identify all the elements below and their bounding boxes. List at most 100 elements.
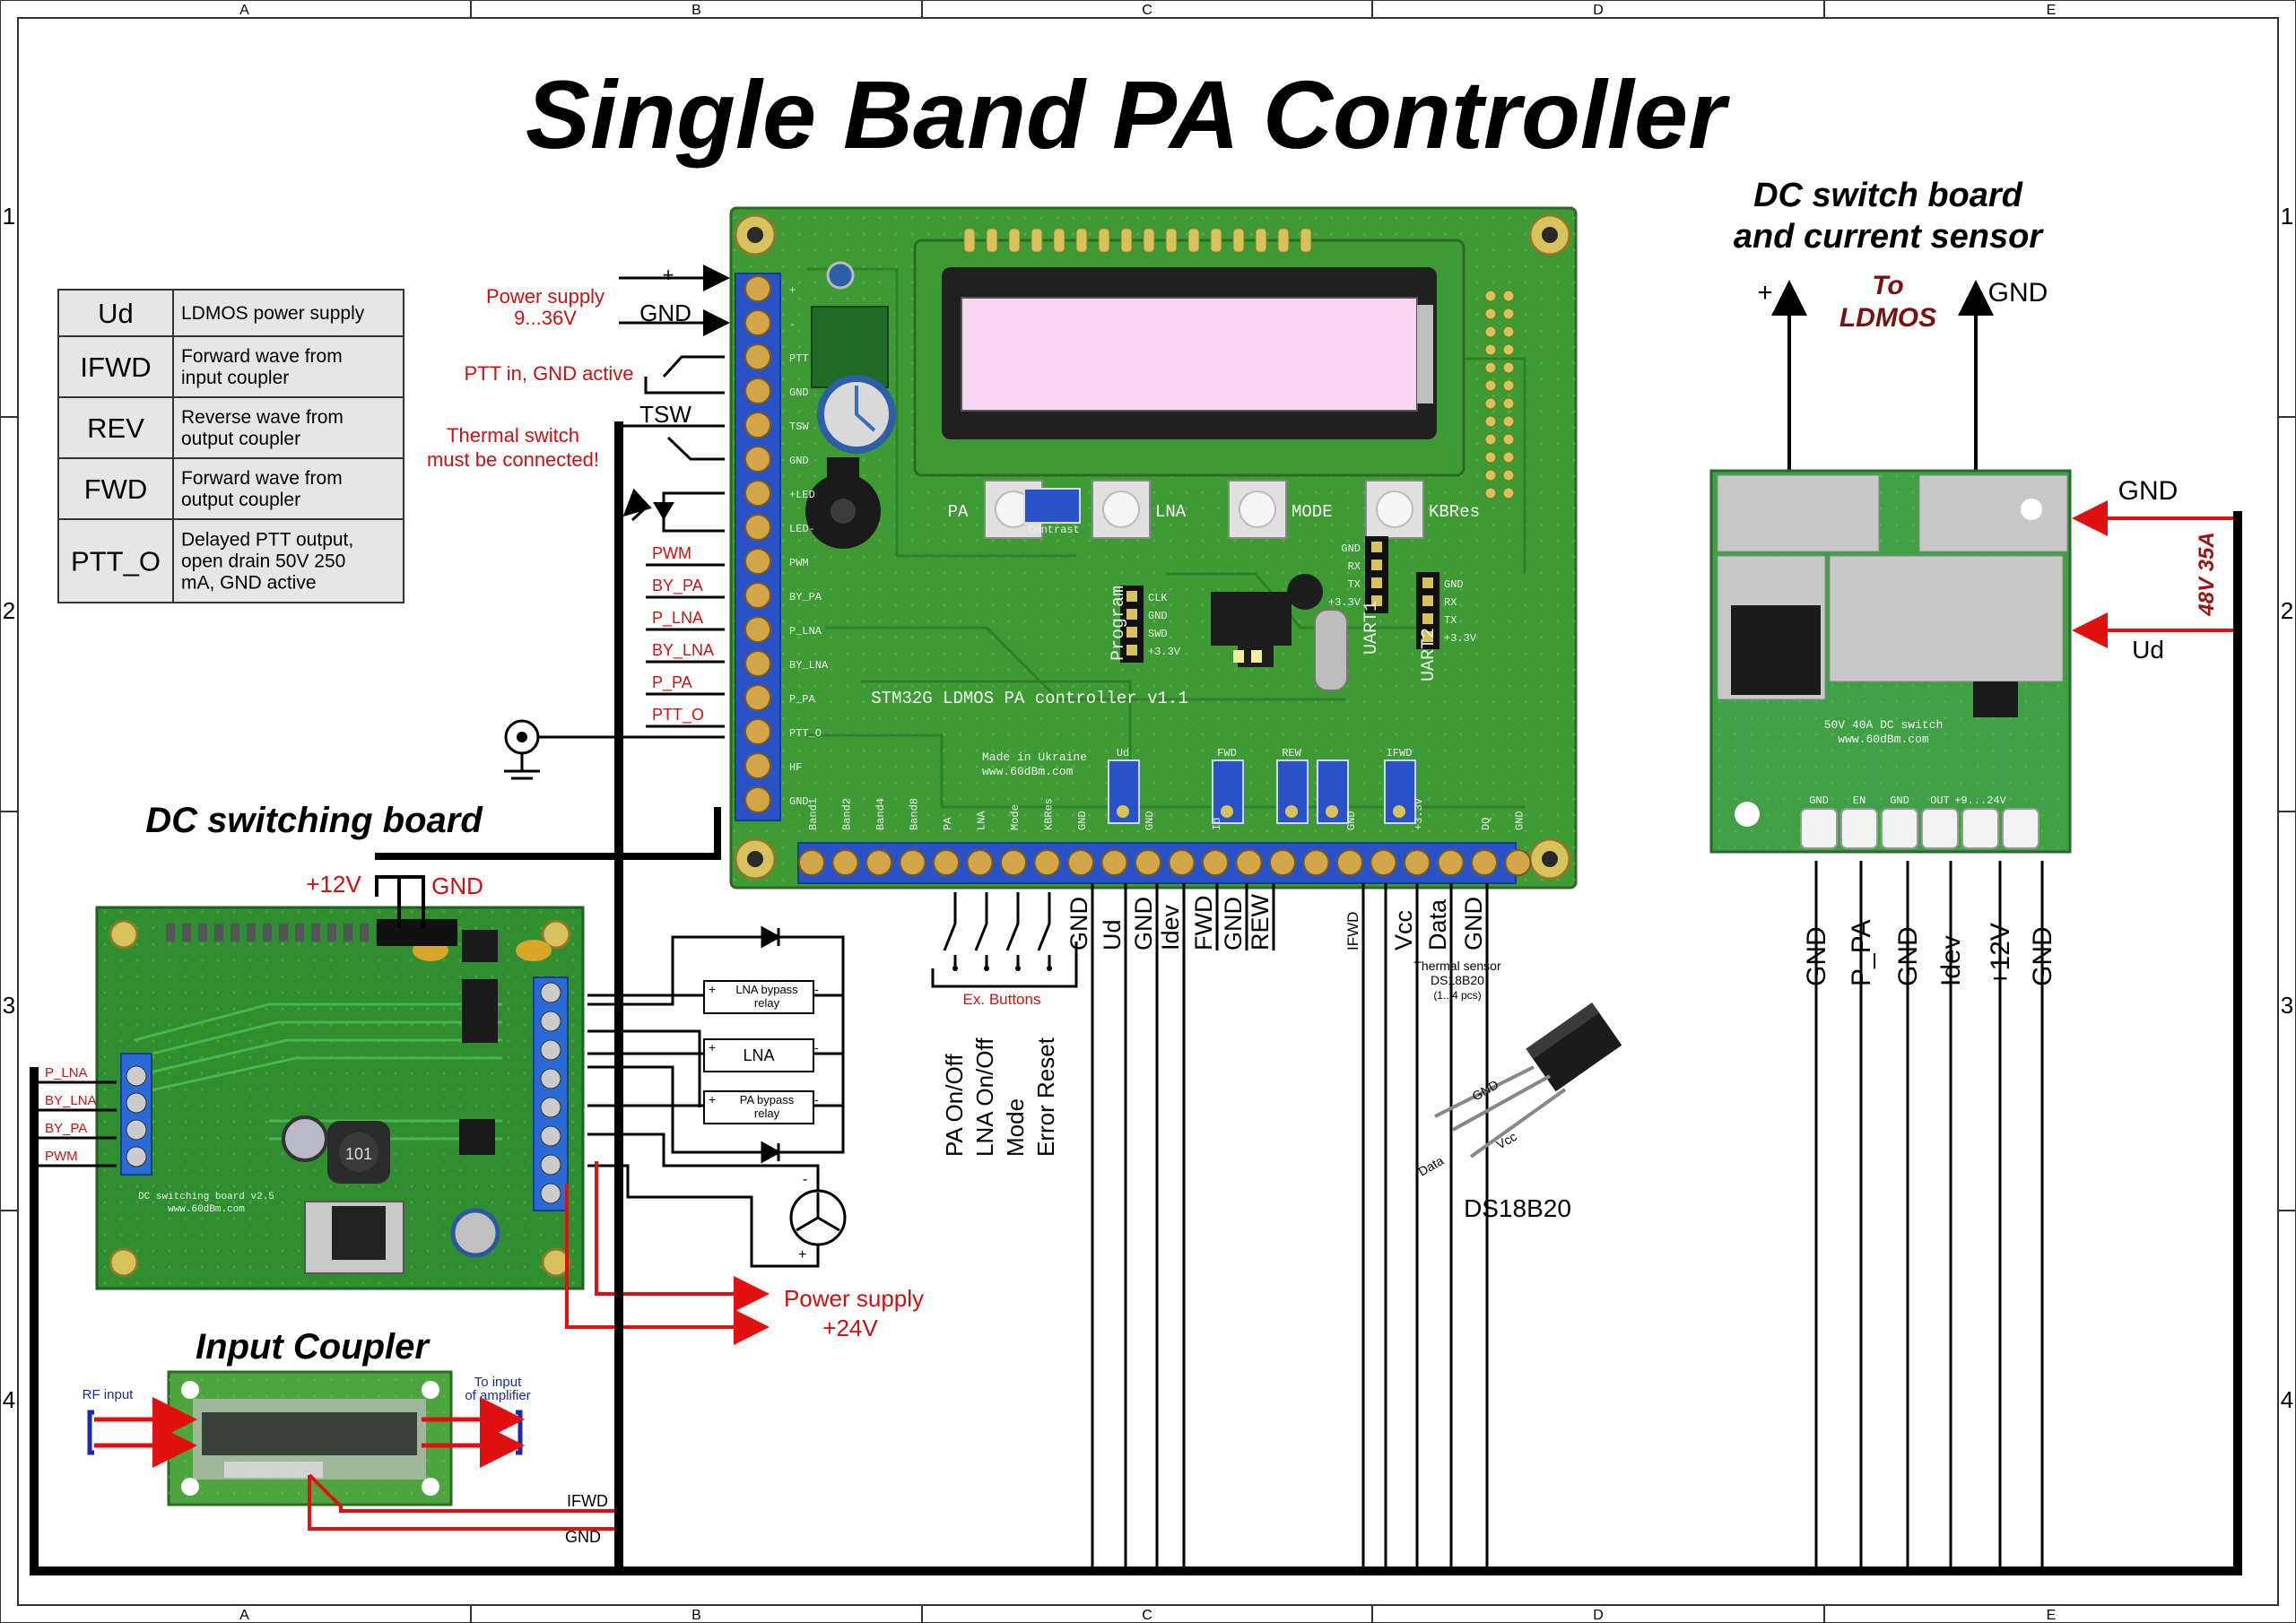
bottom-signal-3: Idev <box>1157 904 1184 950</box>
bottom-signal-r-0: IFWD <box>1344 912 1361 950</box>
relay-plus-2: + <box>709 1092 716 1107</box>
bottom-signal-5: GND <box>1220 897 1247 950</box>
dcs-gnd-label: GND <box>431 872 483 899</box>
left-signal-1: BY_PA <box>652 577 703 595</box>
frame-row-left-1: 1 <box>3 203 15 230</box>
hdrProgram-pin-3: +3.3V <box>1148 646 1181 658</box>
rf-input-label: RF input <box>83 1387 135 1402</box>
legend-code-1: IFWD <box>80 352 151 383</box>
board-name: STM32G LDMOS PA controller v1.1 <box>871 689 1187 708</box>
ground-bus <box>30 421 2242 1575</box>
input-coupler-title: Input Coupler <box>196 1327 430 1367</box>
dcs-left-signal-1: BY_LNA <box>45 1093 97 1108</box>
frame-col-bottom-B: B <box>691 1608 701 1623</box>
legend-desc-2-1: output coupler <box>181 429 300 449</box>
dcs-left-signal-3: PWM <box>45 1149 78 1164</box>
bottom-pin-label-18: +3.3V <box>1413 797 1425 830</box>
dcsw-ud-in-label: Ud <box>2132 636 2164 664</box>
inductor-label: 101 <box>345 1145 372 1163</box>
diagram-title: Single Band PA Controller <box>526 60 1730 169</box>
thermal-note-line2: must be connected! <box>427 448 599 471</box>
left-terminal-strip: +-PTTGNDTSWGND+LEDLED-PWMBY_PAP_LNABY_LN… <box>735 273 829 821</box>
bottom-pin-label-16: GND <box>1345 811 1358 830</box>
ext-button-name-2: Mode <box>1002 1098 1029 1157</box>
coupler-ifwd-label: IFWD <box>567 1492 608 1510</box>
dcsw-signal-2: GND <box>1893 926 1923 986</box>
dcs-left-signal-0: P_LNA <box>45 1065 88 1081</box>
bottom-signal-1: Ud <box>1099 919 1126 950</box>
relay-name-0: LNA bypass <box>735 983 798 996</box>
legend-code-2: REV <box>87 412 144 444</box>
hdrProgram-label: Program <box>1109 586 1129 661</box>
dcs-24v-supply: Power supply +24V <box>565 1161 924 1345</box>
left-notes: Power supply 9...36V + GND PTT in, GND a… <box>427 264 691 471</box>
power-supply-note: Power supply <box>486 285 604 308</box>
left-signal-2: P_LNA <box>652 609 703 628</box>
legend-desc-4-2: mA, GND active <box>181 573 317 594</box>
ext-button-name-1: LNA On/Off <box>971 1037 998 1157</box>
relay-minus-2: - <box>814 1092 819 1107</box>
bottom-signal-2: GND <box>1130 897 1157 950</box>
dcsw-board-url: www.60dBm.com <box>1838 733 1929 746</box>
frame-row-right-2: 2 <box>2281 597 2293 624</box>
frame-col-bottom-A: A <box>239 1608 249 1623</box>
left-pin-label-7: LED- <box>789 523 815 535</box>
hdrUart2-pin-3: +3.3V <box>1444 632 1477 645</box>
frame-col-top-E: E <box>2047 3 2057 18</box>
frame-row-right-1: 1 <box>2281 203 2293 230</box>
svg-text:+: + <box>798 1247 806 1263</box>
hdrProgram-pin-2: SWD <box>1148 628 1168 640</box>
left-pin-label-8: PWM <box>789 557 809 569</box>
made-in-label: Made in Ukraine <box>982 751 1087 764</box>
dcsw-term-label-3: OUT <box>1930 794 1950 807</box>
gnd-label: GND <box>639 299 691 326</box>
frame-row-left-4: 4 <box>3 1386 15 1413</box>
hdrUart2-pin-0: GND <box>1444 578 1464 591</box>
bottom-signal-r-1: Vcc <box>1390 910 1417 950</box>
bottom-pin-label-1: Band2 <box>841 798 854 830</box>
dc-switch-board: DC switch board and current sensor To LD… <box>1709 177 2242 1571</box>
legend-code-0: Ud <box>98 298 134 329</box>
dcsw-signal-5: GND <box>2028 926 2057 986</box>
sensor-name: DS18B20 <box>1464 1194 1571 1222</box>
mcu-chip <box>1211 592 1292 646</box>
dcsw-gnd-in-label: GND <box>2118 476 2179 506</box>
dc-switching-title: DC switching board <box>145 801 483 840</box>
dc-switch-title: DC switch board <box>1753 177 2023 214</box>
bottom-signal-0: GND <box>1065 897 1092 950</box>
supply-48v-label: 48V 35A <box>2195 532 2219 616</box>
bottom-signal-r-2: Data <box>1424 898 1451 950</box>
left-signal-4: P_PA <box>652 673 692 692</box>
frame-col-bottom-E: E <box>2047 1608 2057 1623</box>
legend-code-3: FWD <box>84 473 148 505</box>
bottom-pin-label-5: LNA <box>976 811 988 830</box>
pot-label-3: IFWD <box>1387 747 1413 759</box>
pot-label-2: REW <box>1282 747 1301 759</box>
legend-desc-3-0: Forward wave from <box>181 468 343 489</box>
bottom-pin-label-2: Band4 <box>874 798 887 830</box>
plus-label: + <box>663 264 674 286</box>
relay-name-1: LNA <box>743 1046 774 1064</box>
to-input-label-line2: of amplifier <box>465 1388 530 1403</box>
hdrUart1-pin-2: TX <box>1348 578 1361 591</box>
dc-switching-board: 101 DC switching board v2.5 www.60dBm.co… <box>95 906 585 1290</box>
thermal-sensor-label-0: Thermal sensor <box>1413 959 1501 973</box>
relay-plus-1: + <box>709 1040 716 1055</box>
ldmos-plus-label: + <box>1757 278 1773 308</box>
hdrUart1-pin-0: GND <box>1341 542 1361 555</box>
legend-desc-1-1: input coupler <box>181 368 289 388</box>
svg-text:-: - <box>803 1172 807 1187</box>
thermal-sensor-label-1: DS18B20 <box>1431 973 1484 987</box>
frame-row-left-2: 2 <box>3 597 15 624</box>
ext-button-name-3: Error Reset <box>1032 1037 1059 1157</box>
left-signal-0: PWM <box>652 544 691 562</box>
